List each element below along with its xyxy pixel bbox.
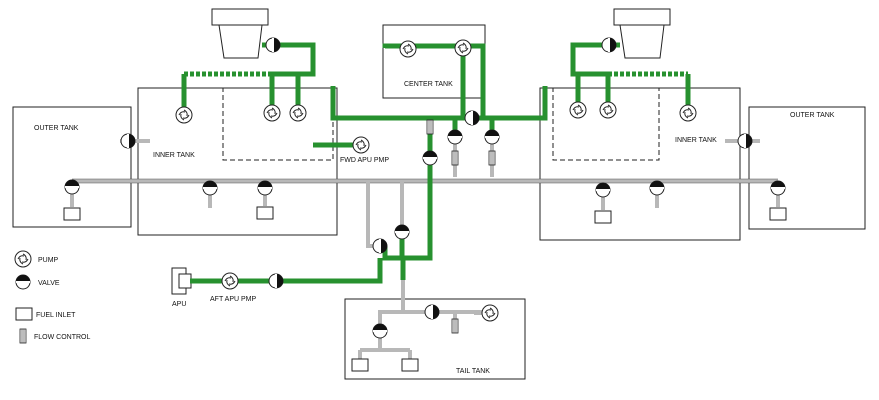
label-tail-tank: TAIL TANK (456, 368, 490, 375)
label-apu: APU (172, 301, 186, 308)
center-tank (382, 24, 486, 99)
label-fwd-apu-pump: FWD APU PMP (340, 157, 389, 164)
label-inner-tank-left: INNER TANK (153, 152, 195, 159)
label-outer-tank-left: OUTER TANK (34, 125, 79, 132)
active-fuel-lines (181, 42, 691, 284)
label-inner-tank-right: INNER TANK (675, 137, 717, 144)
legend-flow-control-label: FLOW CONTROL (34, 334, 90, 341)
outer-tank-right (748, 106, 866, 230)
left-engine-icon (211, 8, 269, 59)
inner-tank-left-dashed (222, 87, 334, 161)
right-engine-icon (613, 8, 671, 59)
label-outer-tank-right: OUTER TANK (790, 112, 835, 119)
legend-valve-label: VALVE (38, 280, 60, 287)
apu-unit (171, 267, 192, 295)
label-center-tank: CENTER TANK (404, 81, 453, 88)
legend: PUMP VALVE FUEL INLET FLOW CONTROL (14, 250, 90, 344)
inner-tank-left (137, 87, 338, 236)
label-aft-apu-pump: AFT APU PMP (210, 296, 256, 303)
legend-fuel-inlet-label: FUEL INLET (36, 312, 76, 319)
legend-pump-label: PUMP (38, 257, 59, 264)
